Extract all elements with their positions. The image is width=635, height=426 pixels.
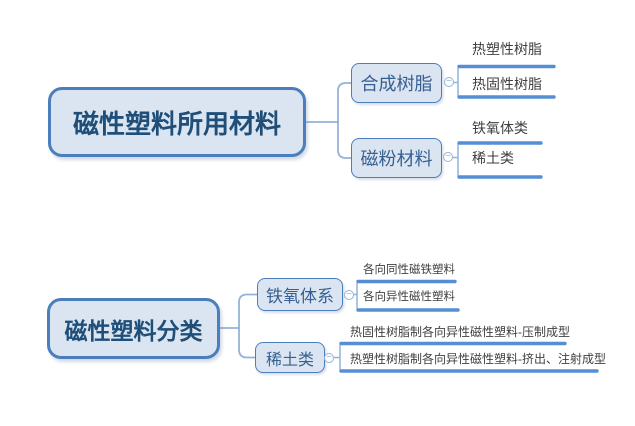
collapse-toggle-rare-earth[interactable]: − <box>324 353 334 363</box>
leaf-thermoset-compression-molding[interactable]: 热固性树脂制各向异性磁性塑料-压制成型 <box>350 325 570 339</box>
branch-node-magnetic-powder-label: 磁粉材料 <box>360 149 433 169</box>
branch-node-synthetic-resin-label: 合成树脂 <box>360 74 433 94</box>
connector-root1-bracket <box>337 82 351 159</box>
branch-node-rare-earth[interactable]: 稀土类 <box>255 342 325 373</box>
leaf-thermosetting-resin[interactable]: 热固性树脂 <box>472 76 542 92</box>
collapse-toggle-synthetic-resin[interactable]: − <box>444 77 454 87</box>
leaf-isotropic-magnet-plastic[interactable]: 各向同性磁铁塑料 <box>363 264 455 276</box>
leaf-ferrite-type[interactable]: 铁氧体类 <box>472 120 528 136</box>
collapse-toggle-magnetic-powder[interactable]: − <box>443 152 453 162</box>
root-node-materials[interactable]: 磁性塑料所用材料 <box>48 87 306 157</box>
leaf-thermoplastic-extrusion-injection-molding[interactable]: 热塑性树脂制各向异性磁性塑料-挤出、注射成型 <box>350 352 606 366</box>
branch-node-ferrite-system-label: 铁氧体系 <box>266 287 334 306</box>
connector-branch2-2-leaves <box>334 345 341 370</box>
leaf-rare-earth-type[interactable]: 稀土类 <box>472 150 514 166</box>
branch-node-rare-earth-label: 稀土类 <box>265 351 314 369</box>
collapse-toggle-ferrite-system[interactable]: − <box>344 290 354 300</box>
branch-node-synthetic-resin[interactable]: 合成树脂 <box>351 63 442 103</box>
leaf-thermoplastic-resin[interactable]: 热塑性树脂 <box>472 41 542 57</box>
leaf-anisotropic-magnetic-plastic[interactable]: 各向异性磁性塑料 <box>363 291 455 303</box>
root-node-materials-label: 磁性塑料所用材料 <box>72 108 281 139</box>
branch-node-ferrite-system[interactable]: 铁氧体系 <box>257 278 343 311</box>
branch-node-magnetic-powder[interactable]: 磁粉材料 <box>351 138 442 178</box>
root-node-classification[interactable]: 磁性塑料分类 <box>47 298 220 359</box>
root-node-classification-label: 磁性塑料分类 <box>64 317 203 344</box>
